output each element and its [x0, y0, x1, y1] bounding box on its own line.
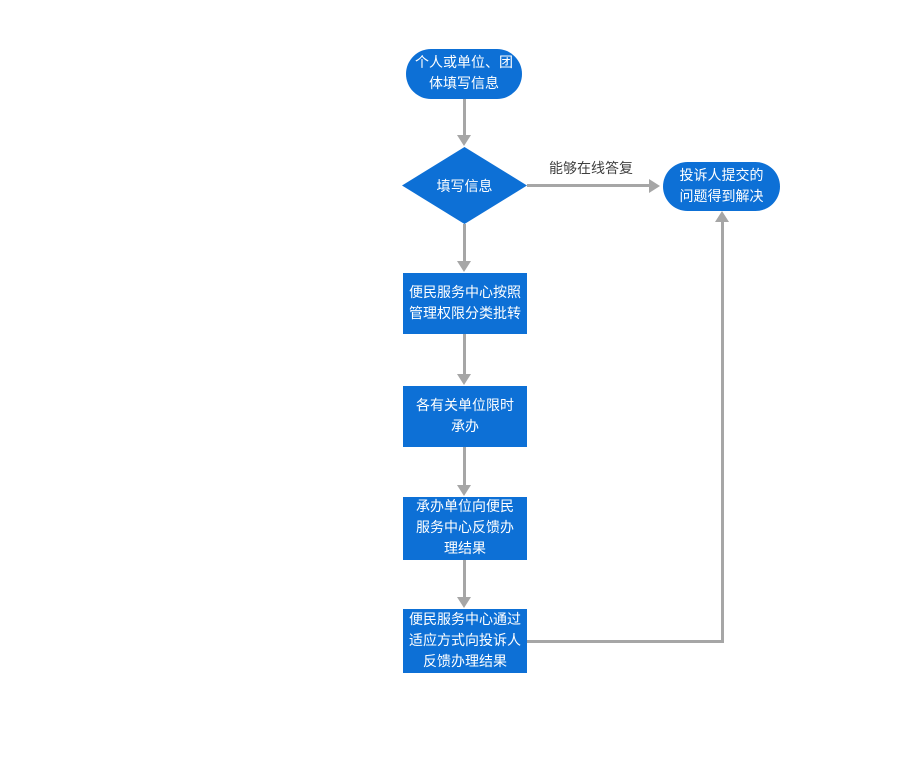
process-step-4: 便民服务中心通过 适应方式向投诉人 反馈办理结果	[403, 609, 527, 673]
process-step-3: 承办单位向便民 服务中心反馈办 理结果	[403, 497, 527, 560]
arrowhead-down-icon	[457, 374, 471, 385]
arrowhead-down-icon	[457, 261, 471, 272]
connector-step4-elbow-horizontal	[527, 640, 724, 643]
branch-condition-label: 能够在线答复	[549, 161, 633, 177]
arrowhead-right-icon	[649, 179, 660, 193]
arrowhead-down-icon	[457, 135, 471, 146]
resolved-node: 投诉人提交的 问题得到解决	[663, 162, 780, 211]
connector-decision-step1	[463, 224, 466, 261]
arrowhead-down-icon	[457, 485, 471, 496]
process-step-1: 便民服务中心按照 管理权限分类批转	[403, 273, 527, 334]
process-step-2: 各有关单位限时 承办	[403, 386, 527, 447]
arrowhead-up-icon	[715, 211, 729, 222]
start-node: 个人或单位、团 体填写信息	[406, 49, 522, 99]
arrowhead-down-icon	[457, 597, 471, 608]
connector-step4-elbow-vertical	[721, 222, 724, 643]
connector-step3-step4	[463, 560, 466, 597]
diamond-shape	[402, 147, 527, 224]
connector-step1-step2	[463, 334, 466, 374]
decision-diamond: 填写信息	[402, 147, 527, 224]
decision-label: 填写信息	[436, 178, 493, 195]
connector-start-decision	[463, 99, 466, 135]
connector-decision-resolved	[527, 184, 649, 187]
connector-step2-step3	[463, 447, 466, 485]
